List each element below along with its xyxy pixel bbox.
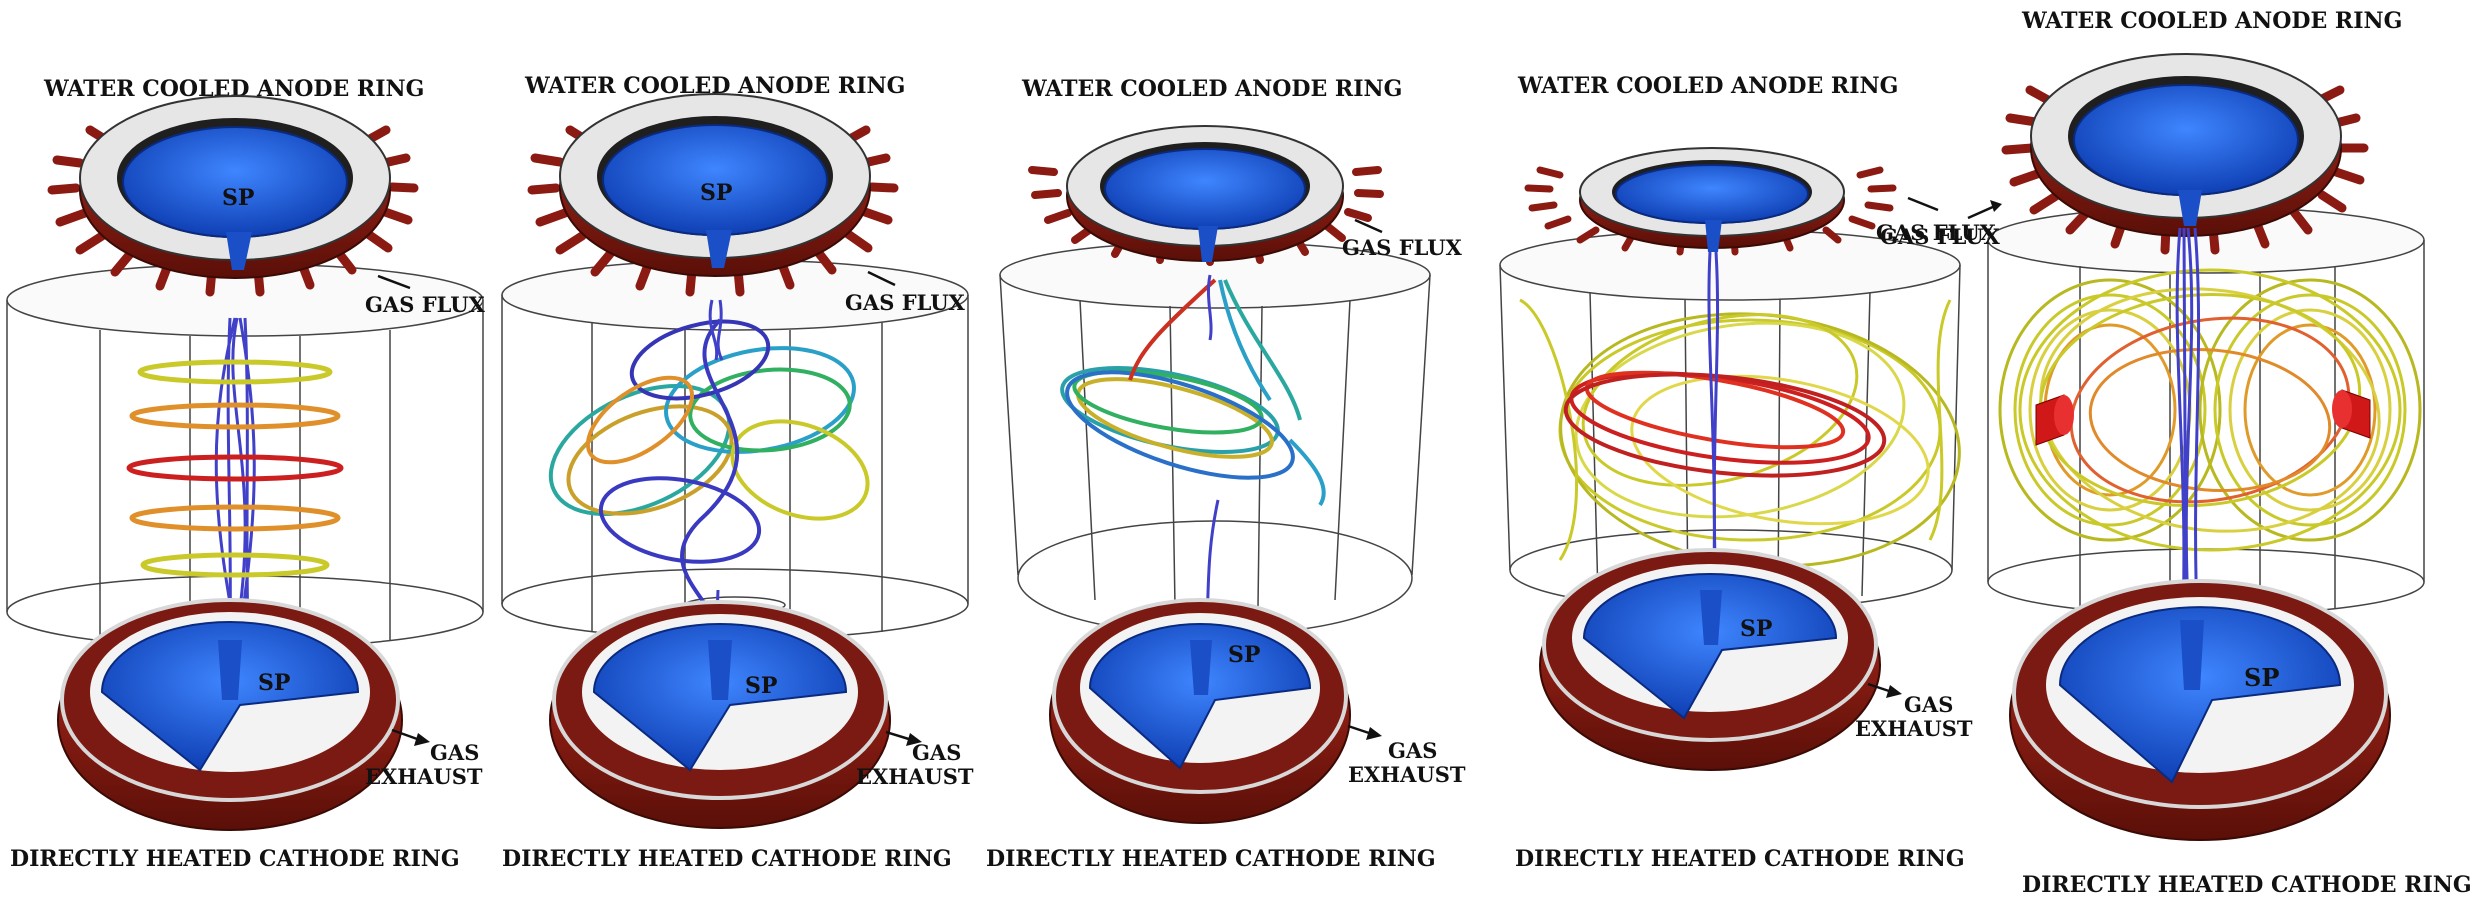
gas-exhaust-arrow-icon [1867,682,1893,694]
arc-column [2175,227,2201,641]
streamline-loops [1060,278,1326,507]
bottom-sp-label: SP [258,670,290,696]
bottom-sp-label: SP [2244,663,2279,692]
gas-exhaust-label-line2: EXHAUST [1855,716,1973,741]
anode-ring [527,93,899,297]
cathode-ring-label: DIRECTLY HEATED CATHODE RING [2022,872,2472,898]
anode-ring [1028,125,1384,266]
gas-flux-label: GAS FLUX [1880,224,2001,249]
cathode-ring-label: DIRECTLY HEATED CATHODE RING [986,846,1436,872]
bottom-sp-label: SP [1740,616,1772,642]
gas-exhaust-label-line1: GAS [1904,692,1953,717]
gas-flux-arrow-icon [377,274,411,290]
streamline-loops [1519,298,1961,568]
chamber-cylinder [6,263,484,649]
chamber-cylinder [999,241,1431,636]
cathode-ring [1539,548,1881,771]
cathode-ring [2009,579,2391,841]
anode-ring [2001,53,2369,255]
streamline-rings [126,359,344,578]
gas-exhaust-arrow-icon [391,728,421,742]
gas-flux-label: GAS FLUX [365,292,486,317]
gas-exhaust-label-line1: GAS [912,740,961,765]
panel-1: WATER COOLED ANODE RING [6,76,486,872]
cathode-ring [57,598,403,831]
gas-exhaust-label-line1: GAS [1388,738,1437,763]
panel-4: WATER COOLED ANODE RING [1499,73,1997,872]
bottom-sp-label: SP [745,673,777,699]
cathode-ring-label: DIRECTLY HEATED CATHODE RING [10,846,460,872]
panel-2: WATER COOLED ANODE RING [501,73,974,872]
panel-3: WATER COOLED ANODE RING [986,76,1466,872]
cathode-ring [549,600,891,829]
gas-flux-arrow-icon [867,270,896,287]
bottom-sp-label: SP [1228,642,1260,668]
cathode-ring-label: DIRECTLY HEATED CATHODE RING [502,846,952,872]
gas-flux-label: GAS FLUX [1342,235,1463,260]
anode-ring [47,95,419,297]
gas-flux-label: GAS FLUX [1876,220,1997,245]
gas-exhaust-arrow-icon [1347,724,1373,736]
anode-ring-label: WATER COOLED ANODE RING [1021,76,1402,102]
arc-column [214,317,256,631]
anode-ring [1524,147,1897,256]
gas-exhaust-arrow-icon [885,730,913,742]
gas-exhaust-label-line1: GAS [430,740,479,765]
electrode-cylinders [2035,389,2371,446]
cathode-ring-label: DIRECTLY HEATED CATHODE RING [1515,846,1965,872]
anode-ring-label: WATER COOLED ANODE RING [2021,8,2402,34]
top-sp-label: SP [700,180,732,206]
gas-flux-arrow-icon [1967,204,1996,220]
arc-column [1203,274,1220,651]
gas-exhaust-label-line2: EXHAUST [856,764,974,789]
cathode-ring [1049,598,1351,824]
anode-ring-label: WATER COOLED ANODE RING [1517,73,1898,99]
gas-exhaust-label-line2: EXHAUST [365,764,483,789]
gas-flux-arrow-icon [1907,196,1939,212]
gas-flux-label: GAS FLUX [845,290,966,315]
panel-5: WATER COOLED ANODE RING [1880,8,2472,898]
gas-flux-arrow-icon [1354,218,1383,234]
gas-exhaust-label-line2: EXHAUST [1348,762,1466,787]
streamline-loops [548,318,870,641]
top-sp-label: SP [222,185,254,211]
